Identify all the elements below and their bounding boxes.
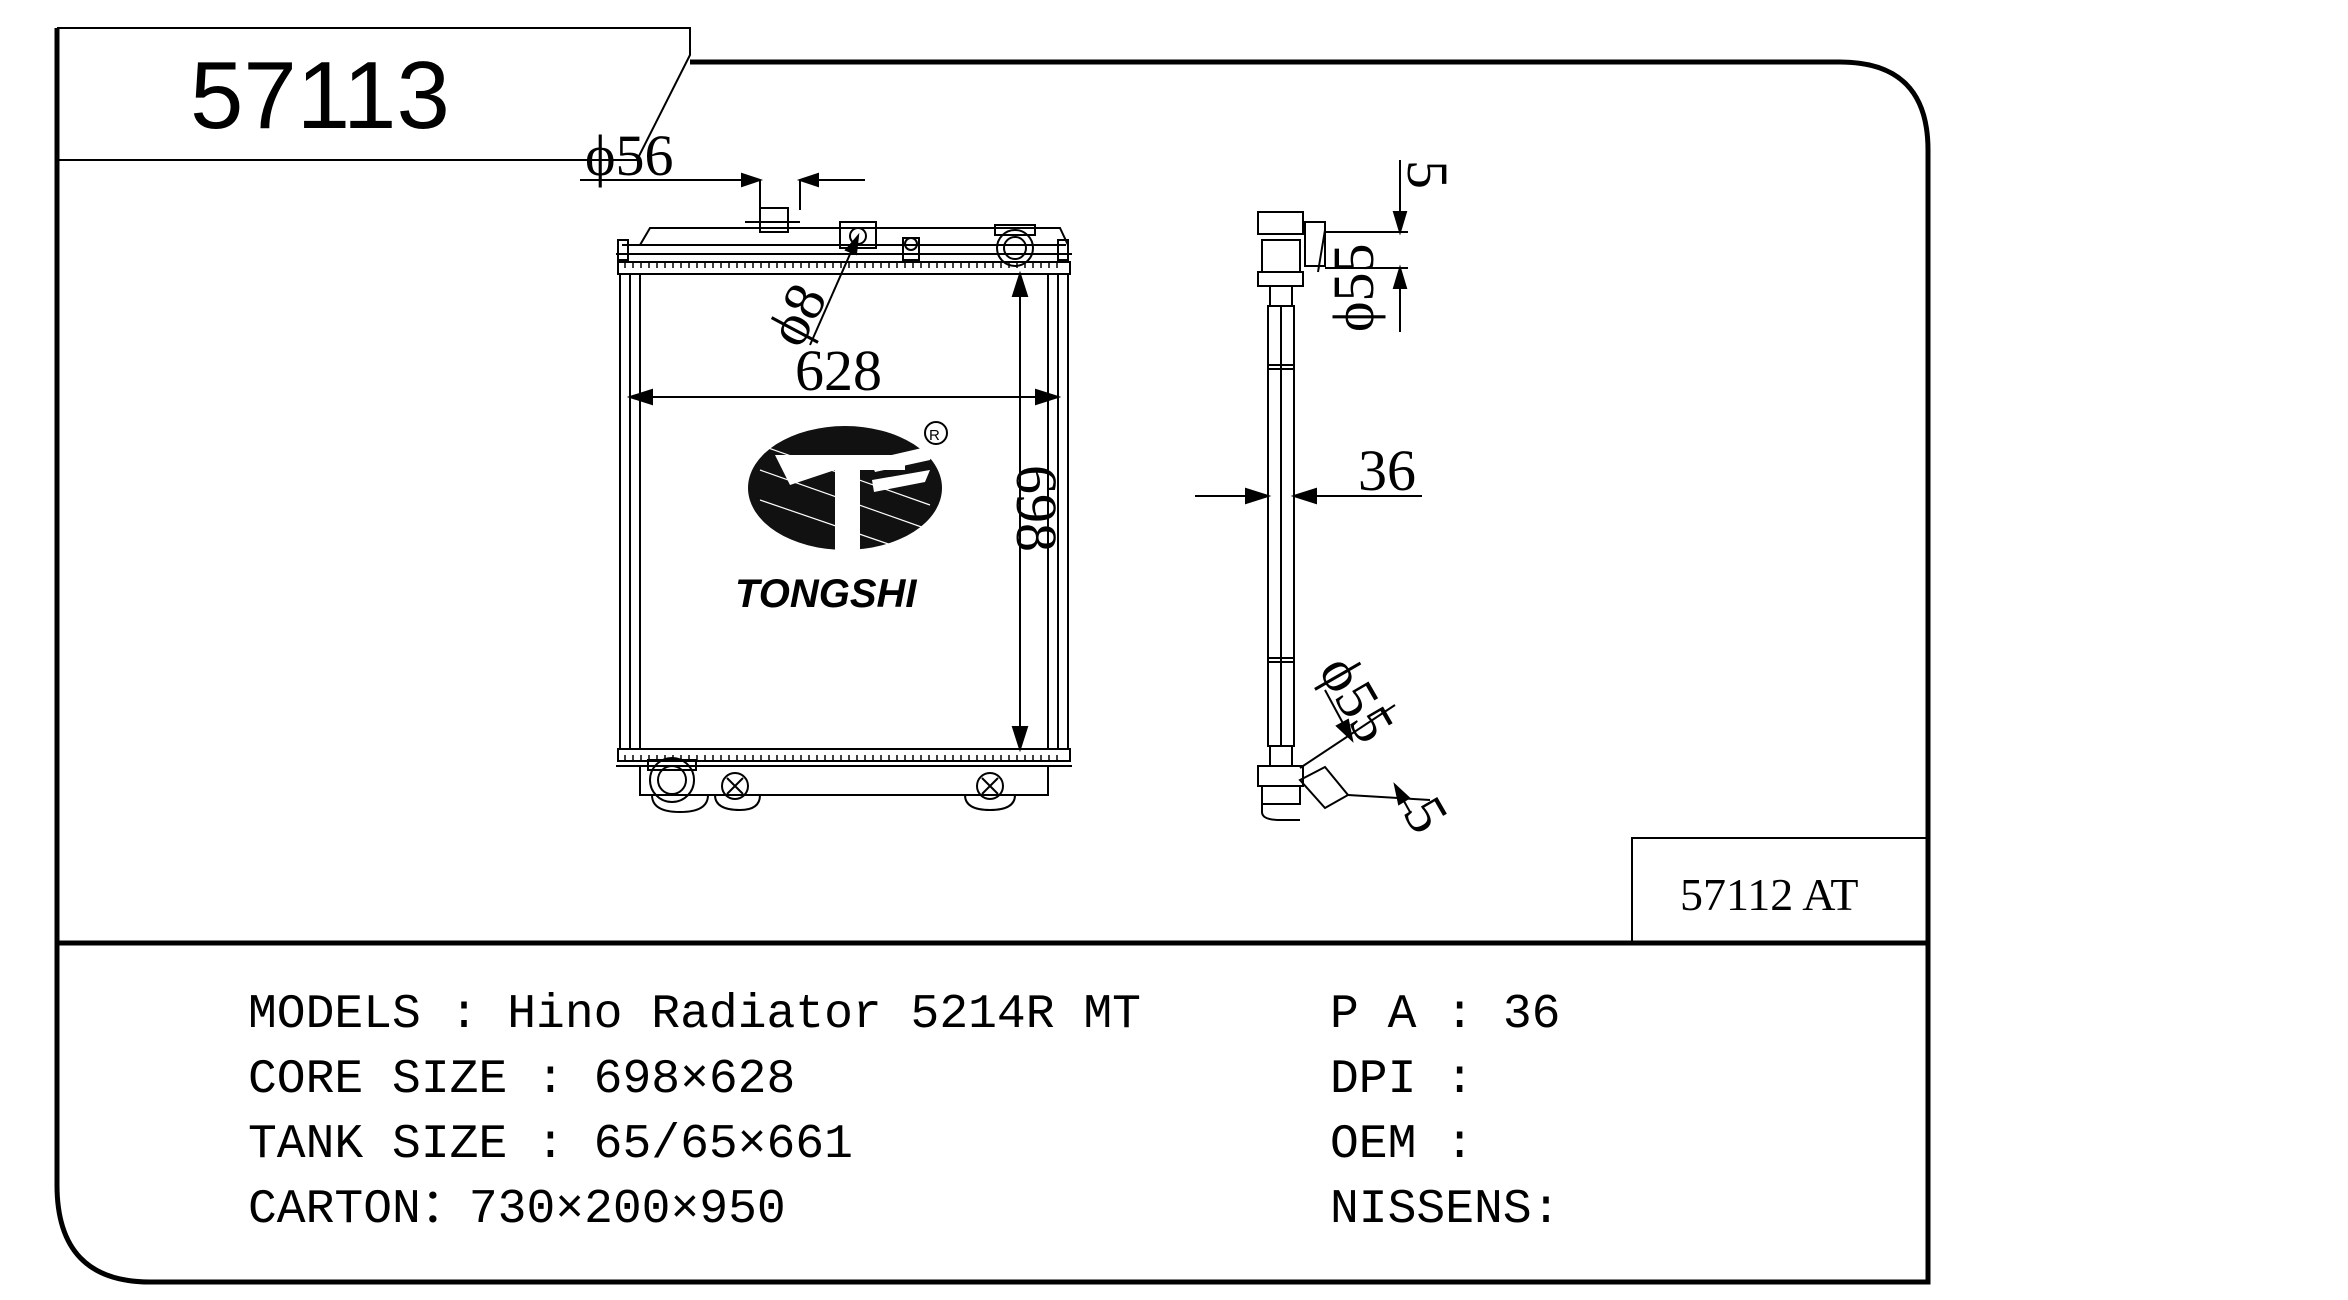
brand-logo [748, 421, 948, 550]
spec-models: MODELS : Hino Radiator 5214R MT [248, 988, 1141, 1042]
core-width-label: 628 [795, 338, 882, 403]
inlet-diameter-dimension [580, 172, 865, 210]
title-box [57, 27, 691, 161]
core-width-dimension [626, 388, 1062, 406]
outer-frame [54, 28, 1931, 1285]
specs-right: P A : 36 DPI : OEM : NISSENS: [1330, 988, 1560, 1237]
upper-pipe-diameter-label: ϕ55 [1321, 243, 1386, 332]
lower-pipe-diameter-label: ϕ55 [1307, 644, 1408, 753]
core-depth-dimension [1195, 487, 1422, 505]
specs-left: MODELS : Hino Radiator 5214R MT CORE SIZ… [248, 988, 1141, 1237]
core-height-label: 698 [1004, 465, 1069, 552]
registered-mark: R [929, 427, 940, 444]
core-depth-label: 36 [1358, 438, 1416, 503]
spec-dpi: DPI : [1330, 1053, 1474, 1107]
upper-pipe-dimension [1325, 160, 1408, 332]
part-number: 57113 [190, 42, 450, 149]
upper-pipe-offset-label: 5 [1395, 160, 1460, 189]
variant-box [1631, 837, 1929, 944]
lower-pipe-dimension [1299, 689, 1431, 813]
inlet-diameter-label: ϕ56 [585, 123, 674, 188]
spec-carton: CARTON：730×200×950 [248, 1183, 786, 1237]
side-view [1257, 211, 1350, 821]
core-fin-ticks [624, 262, 1058, 761]
front-view [616, 207, 1072, 814]
spec-tank-size: TANK SIZE : 65/65×661 [248, 1118, 853, 1172]
spec-pa: P A : 36 [1330, 988, 1560, 1042]
spec-core-size: CORE SIZE : 698×628 [248, 1053, 795, 1107]
core-height-dimension [1011, 270, 1029, 753]
variant-label: 57112 AT [1680, 869, 1858, 920]
brand-name: TONGSHI [735, 572, 917, 616]
spec-oem: OEM : [1330, 1118, 1474, 1172]
spec-nissens: NISSENS: [1330, 1183, 1560, 1237]
small-port-dimension [809, 232, 860, 346]
